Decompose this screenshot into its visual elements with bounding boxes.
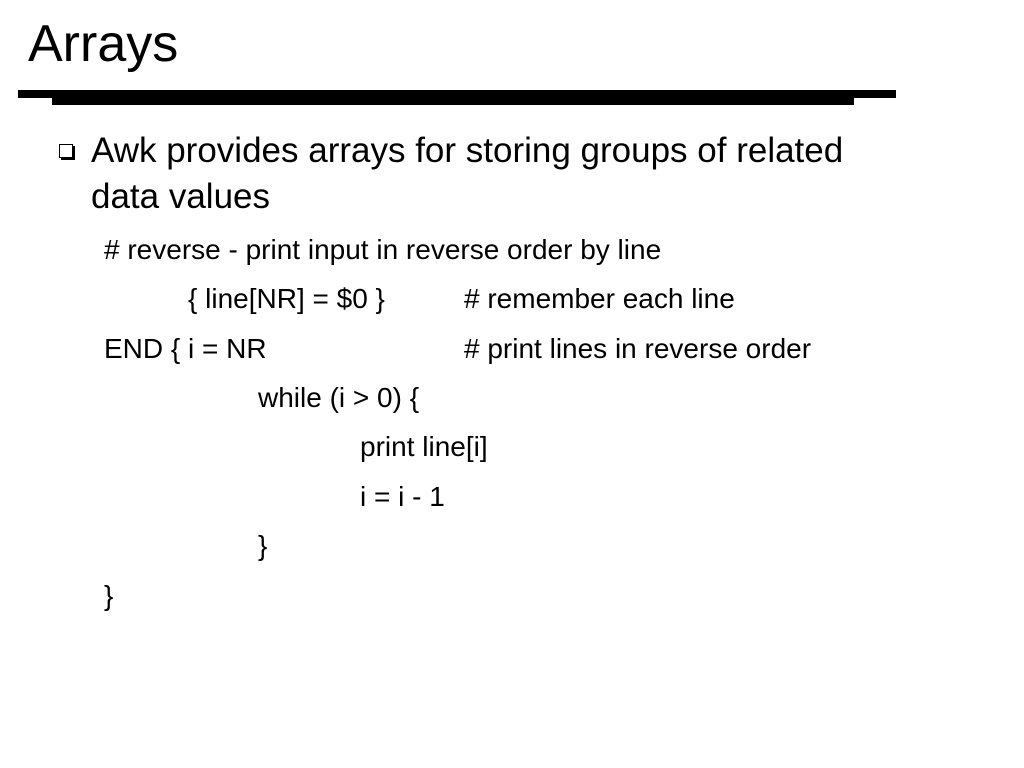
title-underline-thick	[52, 90, 854, 105]
code-line-nr-comment: # remember each line	[464, 283, 735, 314]
code-while-line: while (i > 0) {	[258, 382, 420, 413]
hollow-square-bullet-icon	[59, 144, 73, 158]
slide-title: Arrays	[28, 15, 179, 73]
code-line-nr: { line[NR] = $0 }	[188, 283, 385, 314]
code-close-end: }	[104, 580, 114, 611]
bullet-text: Awk provides arrays for storing groups o…	[91, 128, 991, 220]
code-comment-line: # reverse - print input in reverse order…	[104, 234, 662, 265]
code-end-comment: # print lines in reverse order	[464, 333, 812, 364]
code-end-block: END { i = NR	[104, 333, 267, 364]
code-close-while: }	[258, 530, 268, 561]
bullet-text-line-1: Awk provides arrays for storing groups o…	[91, 131, 844, 170]
code-print-line: print line[i]	[360, 431, 488, 462]
code-decrement-line: i = i - 1	[360, 481, 445, 512]
bullet-text-line-2: data values	[91, 177, 271, 216]
